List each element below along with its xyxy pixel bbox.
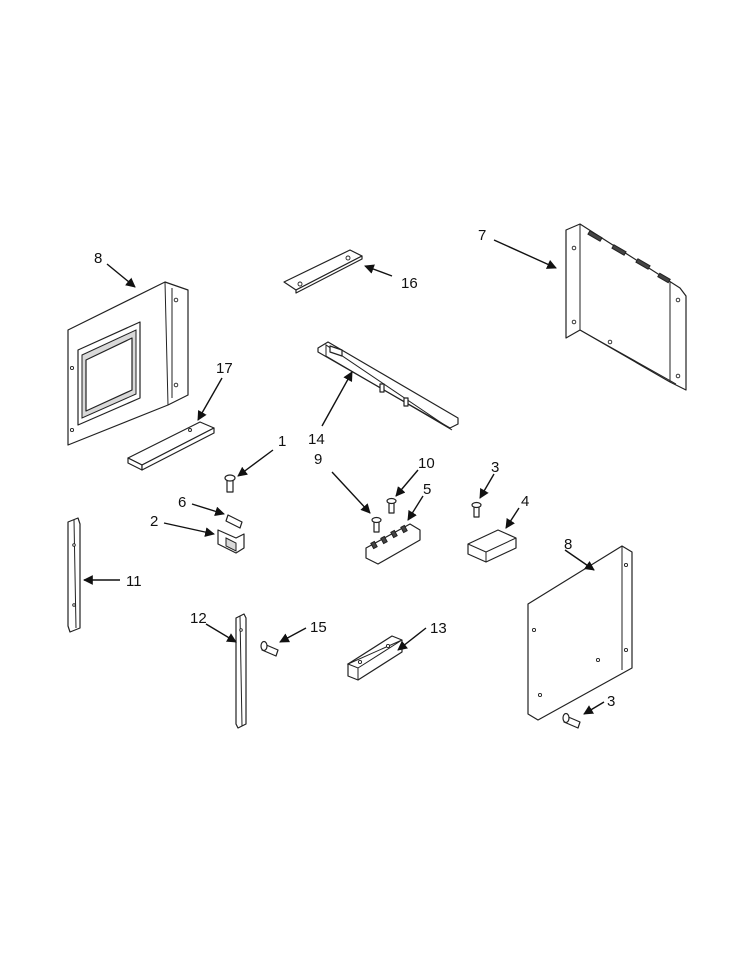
part-15-screw — [260, 640, 279, 657]
callout-11: 11 — [126, 573, 142, 590]
part-1-screw — [224, 474, 236, 493]
part-13-bracket — [346, 635, 403, 681]
part-6-pin — [225, 514, 243, 529]
part-7-side-panel-right — [565, 223, 687, 391]
part-14-rail — [317, 341, 459, 431]
callout-8-upper: 8 — [94, 250, 102, 267]
part-16-plate — [283, 249, 363, 294]
callout-3-lower: 3 — [607, 693, 615, 710]
callout-labels: 8 17 16 7 14 1 6 2 9 10 5 3 4 8 11 12 15… — [94, 227, 615, 710]
callout-5: 5 — [423, 481, 431, 498]
callout-1: 1 — [278, 433, 286, 450]
callout-16: 16 — [401, 275, 418, 292]
part-10-screw — [386, 497, 397, 514]
part-3-screw-lower — [562, 712, 581, 729]
callout-8-lower: 8 — [564, 536, 572, 553]
part-4-module — [467, 529, 517, 563]
part-11-channel — [67, 517, 81, 633]
callout-17: 17 — [216, 360, 233, 377]
callout-10: 10 — [418, 455, 435, 472]
part-8-side-panel-left — [67, 281, 189, 446]
callout-12: 12 — [190, 610, 207, 627]
callout-6: 6 — [178, 494, 186, 511]
part-2-clip — [217, 529, 245, 554]
part-9-screw — [371, 516, 382, 533]
part-12-strip — [235, 613, 247, 729]
callout-15: 15 — [310, 619, 327, 636]
part-5-terminal-block — [365, 523, 421, 565]
callout-7: 7 — [478, 227, 486, 244]
callout-4: 4 — [521, 493, 529, 510]
leader-lines — [83, 239, 605, 715]
callout-13: 13 — [430, 620, 447, 637]
part-3-screw-upper — [471, 501, 482, 518]
callout-2: 2 — [150, 513, 158, 530]
callout-9: 9 — [314, 451, 322, 468]
callout-14: 14 — [308, 431, 325, 448]
part-8-side-panel-right — [527, 545, 633, 721]
callout-3-upper: 3 — [491, 459, 499, 476]
part-17-bracket — [127, 421, 215, 471]
